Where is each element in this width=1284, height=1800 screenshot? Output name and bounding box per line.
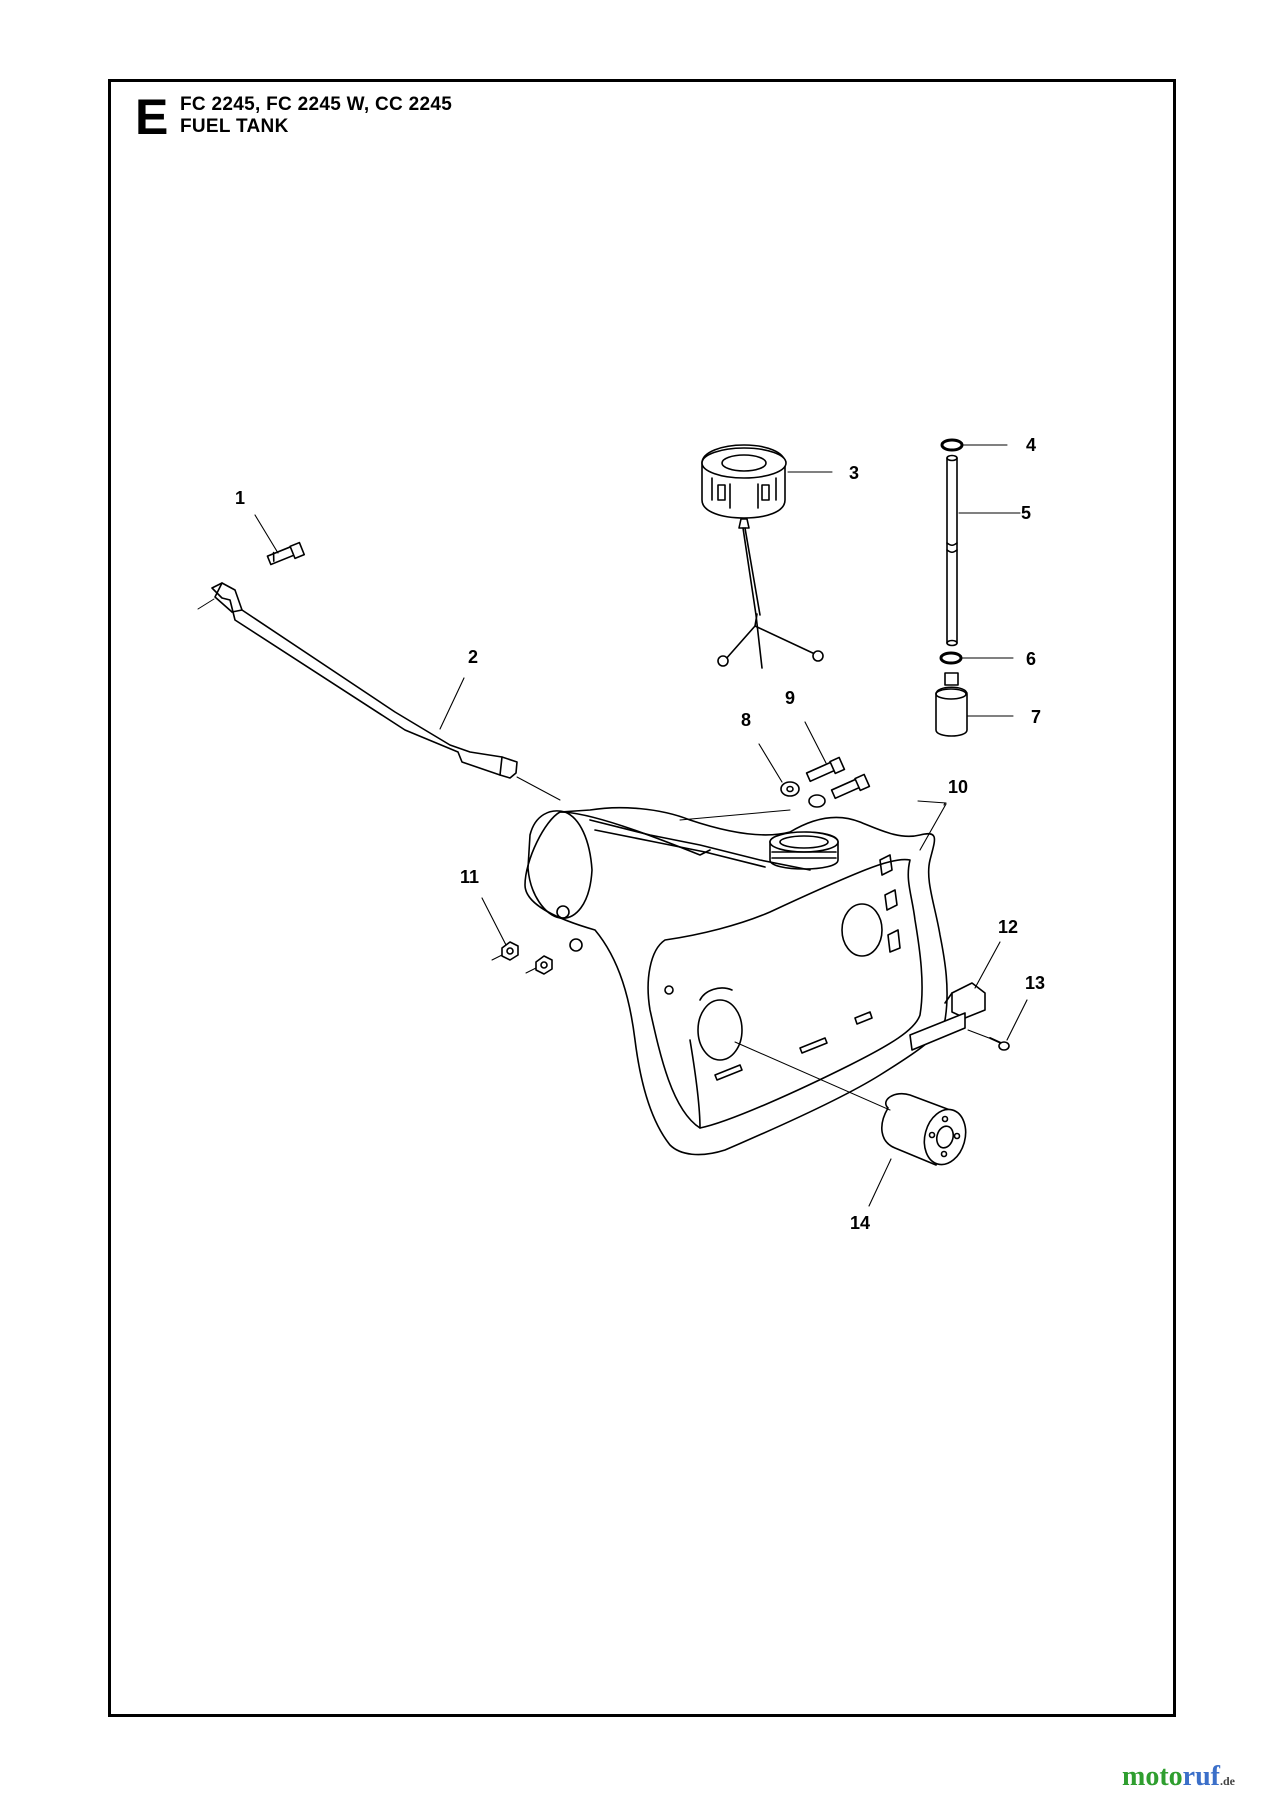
leader-2 [439, 677, 465, 730]
part-4-clip [940, 438, 964, 452]
leader-14 [868, 1158, 892, 1207]
leader-13b [967, 1029, 990, 1039]
callout-6: 6 [1026, 649, 1036, 669]
part-7-fuel-filter [935, 672, 968, 737]
part-9-screw [805, 756, 871, 808]
watermark-part-2: ruf [1182, 1761, 1220, 1792]
callout-5: 5 [1021, 503, 1031, 523]
callout-13: 13 [1025, 973, 1045, 993]
part-13-screw [989, 1037, 1010, 1051]
part-8-washer [780, 781, 800, 797]
model-list: FC 2245, FC 2245 W, CC 2245 [180, 94, 453, 115]
leader-11 [481, 897, 507, 946]
leader-9 [804, 721, 827, 764]
watermark-part-3: .de [1219, 1774, 1235, 1788]
part-11-nut [491, 941, 553, 975]
leader-1 [254, 514, 279, 554]
callout-10: 10 [948, 777, 968, 797]
leader-10b [943, 802, 946, 806]
watermark-logo: motoruf.de [1122, 1763, 1235, 1791]
callout-11: 11 [460, 867, 479, 887]
leader-13 [1006, 999, 1028, 1041]
callout-7: 7 [1031, 707, 1041, 727]
callout-12: 12 [998, 917, 1018, 937]
part-3-fuel-cap [701, 444, 824, 669]
callout-4: 4 [1026, 435, 1036, 455]
part-6-clip [939, 651, 963, 665]
leader-8 [758, 743, 783, 783]
part-1-bolt [266, 541, 306, 566]
leader-12 [974, 941, 1001, 989]
callout-8: 8 [741, 710, 751, 730]
part-5-fuel-hose [946, 454, 958, 647]
callout-1: 1 [235, 488, 245, 508]
callout-9: 9 [785, 688, 795, 708]
watermark-part-1: moto [1122, 1761, 1183, 1792]
part-10-fuel-tank [524, 806, 948, 1156]
part-2-bracket [197, 582, 561, 801]
part-14-mount [734, 1041, 967, 1166]
leader-10 [917, 800, 947, 804]
page-title: FUEL TANK [180, 116, 289, 137]
leader-10c [919, 803, 947, 851]
callout-3: 3 [849, 463, 859, 483]
callout-14: 14 [850, 1213, 870, 1233]
part-12-tab [909, 982, 986, 1051]
page-frame [108, 79, 1176, 1717]
callout-2: 2 [468, 647, 478, 667]
section-letter: E [135, 89, 169, 145]
